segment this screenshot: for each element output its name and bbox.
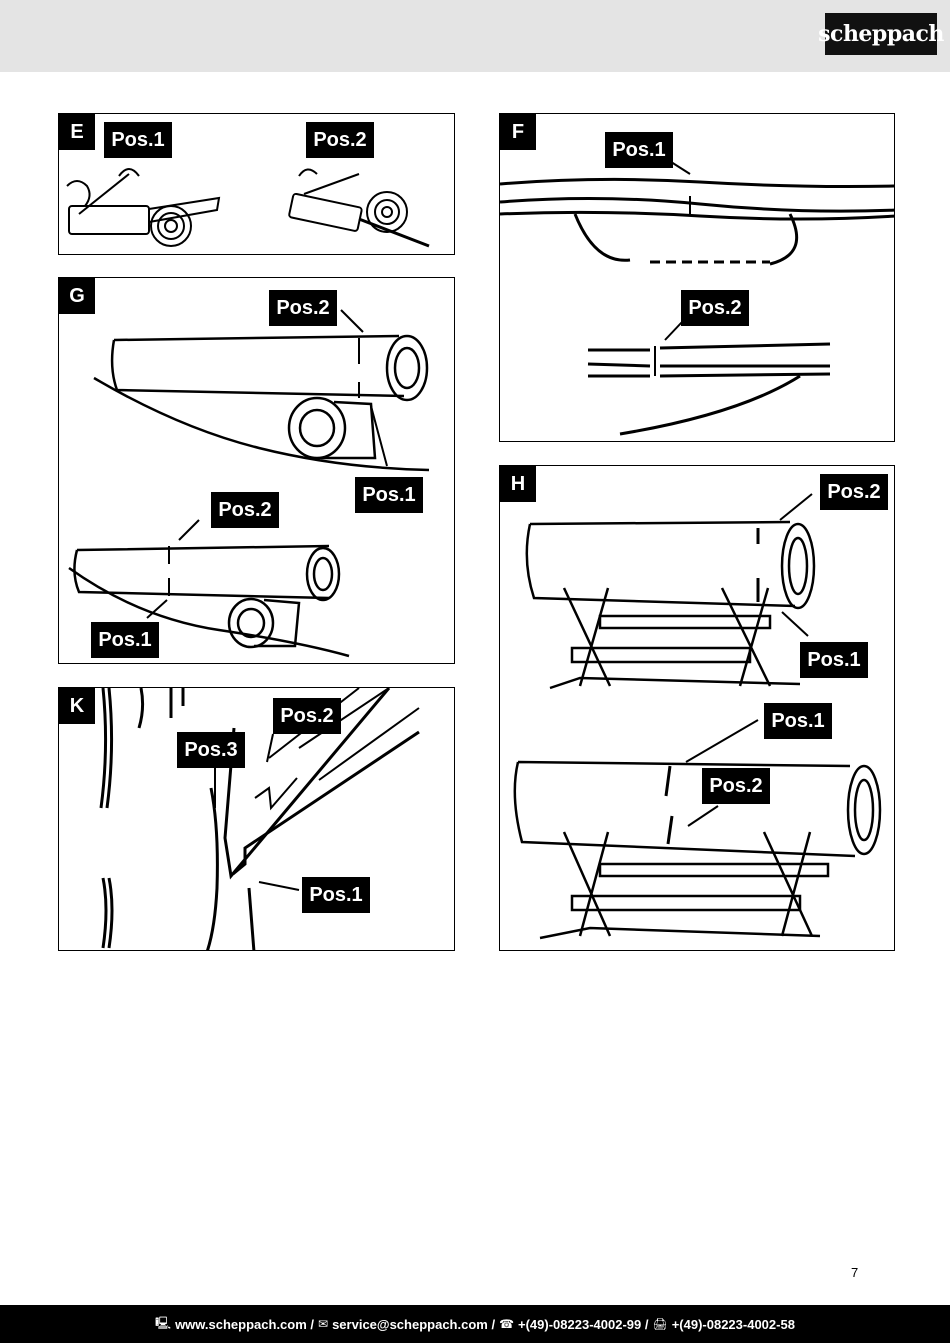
fax-number: +(49)-08223-4002-58 (671, 1316, 795, 1332)
figure-panel-k: K Pos.2 Pos.3 Pos.1 (58, 687, 455, 951)
fax-icon: 🖨 (652, 1317, 668, 1331)
mail-icon: ✉ (318, 1317, 329, 1331)
position-label: Pos.2 (702, 768, 770, 804)
sawhorse-log-illustration (513, 493, 882, 940)
computer-icon: 🖳 (155, 1315, 172, 1330)
position-label: Pos.2 (211, 492, 279, 528)
position-label: Pos.2 (269, 290, 337, 326)
position-label: Pos.2 (273, 698, 341, 734)
website-link[interactable]: www.scheppach.com / (175, 1316, 315, 1332)
position-label: Pos.2 (820, 474, 888, 510)
position-label: Pos.2 (306, 122, 374, 158)
contact-footer: 🖳 www.scheppach.com / ✉ service@scheppac… (0, 1305, 950, 1343)
figure-panel-h: H Pos.2 Pos.1 Pos.1 Pos.2 (499, 465, 895, 951)
position-label: Pos.1 (91, 622, 159, 658)
tree-felling-illustration (99, 688, 420, 950)
position-label: Pos.1 (355, 477, 423, 513)
panel-letter: H (500, 466, 536, 502)
position-label: Pos.1 (605, 132, 673, 168)
email-link[interactable]: service@scheppach.com / (332, 1316, 496, 1332)
ditch-log-illustration (500, 159, 894, 436)
panel-letter: F (500, 114, 536, 150)
position-label: Pos.3 (177, 732, 245, 768)
panel-letter: G (59, 278, 95, 314)
figure-panel-g: G Pos.2 Pos.1 Pos.2 Pos.1 (58, 277, 455, 664)
phone-number: +(49)-08223-4002-99 / (518, 1316, 649, 1332)
figure-panel-e: E Pos.1 Pos.2 (58, 113, 455, 255)
sloped-log-illustration (68, 309, 430, 658)
header-band (0, 0, 950, 72)
position-label: Pos.2 (681, 290, 749, 326)
position-label: Pos.1 (104, 122, 172, 158)
chainsaw-illustration (66, 168, 430, 248)
position-label: Pos.1 (302, 877, 370, 913)
panel-letter: K (59, 688, 95, 724)
figure-panel-f: F Pos.1 Pos.2 (499, 113, 895, 442)
panel-letter: E (59, 114, 95, 150)
brand-logo: scheppach (818, 13, 944, 55)
position-label: Pos.1 (764, 703, 832, 739)
page-number: 7 (851, 1265, 859, 1280)
phone-icon: ☎ (499, 1317, 515, 1331)
position-label: Pos.1 (800, 642, 868, 678)
